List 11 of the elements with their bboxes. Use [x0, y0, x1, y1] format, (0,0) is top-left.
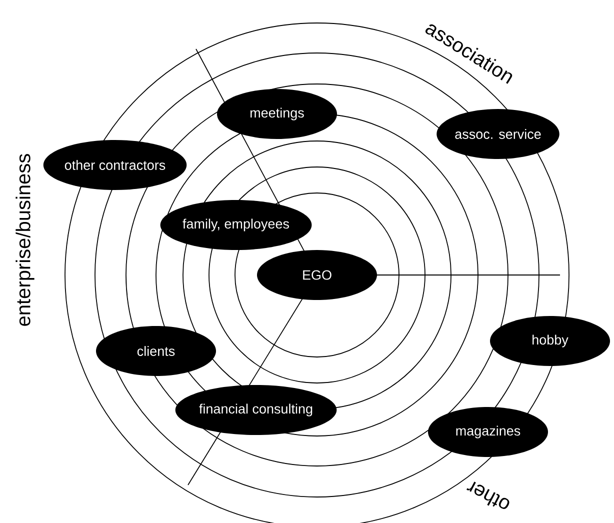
- ellipse-node: meetings: [217, 89, 337, 139]
- ellipse-node: clients: [96, 326, 216, 376]
- ellipse-node: EGO: [257, 250, 377, 300]
- ellipse-node: magazines: [428, 407, 548, 457]
- sector-label: other: [466, 482, 510, 509]
- sector-label: enterprise/business: [16, 154, 34, 326]
- ellipse-node: hobby: [490, 316, 610, 366]
- ellipse-node: other contractors: [43, 140, 187, 190]
- ellipse-node: financial consulting: [175, 385, 337, 435]
- ellipse-node: assoc. service: [436, 109, 560, 159]
- ellipse-node: family, employees: [160, 200, 312, 250]
